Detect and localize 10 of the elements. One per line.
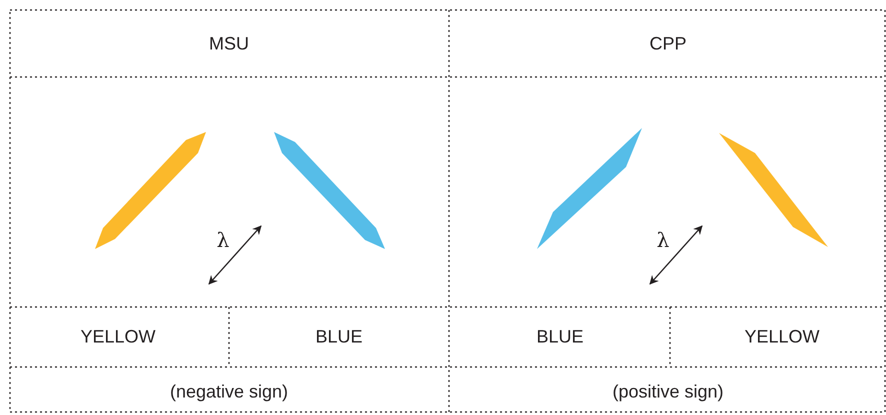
- color-label: BLUE: [315, 326, 363, 348]
- column-heading: MSU: [209, 34, 249, 54]
- sign-note: (positive sign): [612, 382, 724, 402]
- sign-note: (negative sign): [170, 382, 288, 402]
- color-label: BLUE: [536, 326, 584, 348]
- wavelength-symbol: λ: [216, 228, 230, 252]
- color-label: YELLOW: [744, 326, 820, 348]
- column-heading: CPP: [650, 34, 686, 54]
- color-label: YELLOW: [80, 326, 156, 348]
- wavelength-symbol: λ: [656, 228, 670, 252]
